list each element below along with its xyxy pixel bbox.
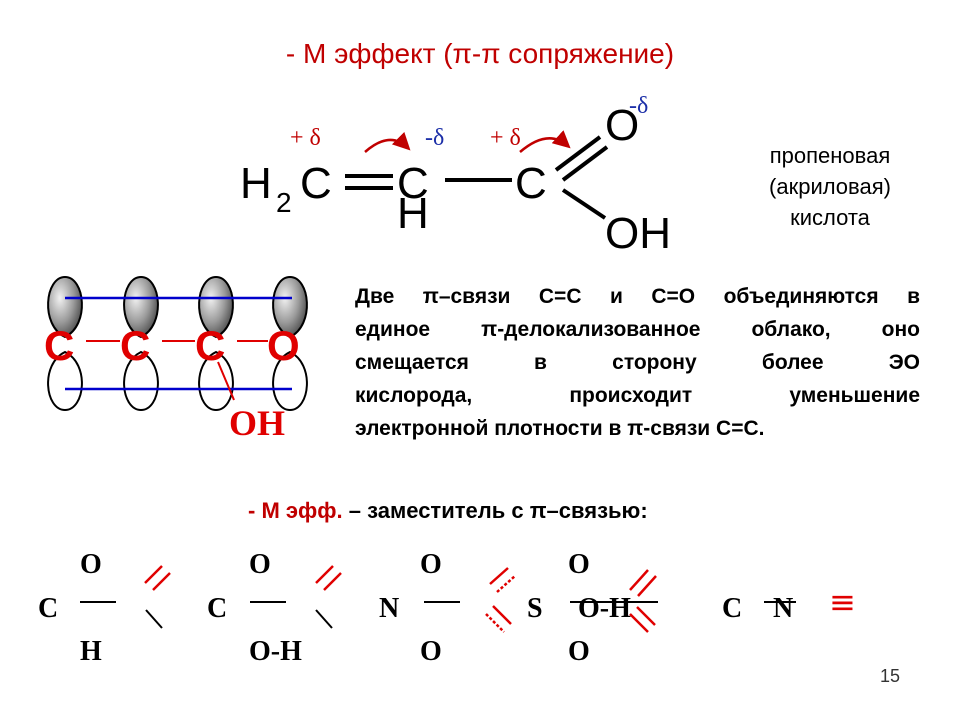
- group-1-center: C: [38, 593, 58, 624]
- atom-o: O: [605, 101, 639, 150]
- atom-c2: C: [397, 159, 429, 208]
- explanation-paragraph: Две π–связи С=С и С=О объединяются в еди…: [355, 280, 920, 445]
- group-4-bottom: O: [568, 636, 590, 667]
- group-3-center: N: [379, 593, 399, 624]
- atom-subscript-2: 2: [276, 187, 292, 218]
- group-aldehyde: O C H: [38, 549, 171, 667]
- slide-title: - М эффект (π-π сопряжение): [285, 38, 675, 69]
- p-orbital-1: [47, 275, 83, 412]
- acrylic-acid-structure: + δ -δ + δ -δ H 2 C C H C O OH: [240, 93, 671, 258]
- atom-c3: C: [515, 159, 547, 208]
- electron-shift-arrow-1: [364, 131, 411, 153]
- group-3-top: O: [420, 549, 442, 580]
- electron-shift-arrow-2: [519, 130, 571, 153]
- charge-c1: + δ: [290, 125, 321, 151]
- group-4-top: O: [568, 549, 590, 580]
- group-2-bottom: O-H: [249, 636, 302, 667]
- subheading-rest: – заместитель с π–связью:: [342, 498, 648, 523]
- orbital-atom-c1: C: [44, 322, 74, 369]
- group-2-top: O: [249, 549, 271, 580]
- group-4-center: S: [527, 593, 543, 624]
- group-5-right: N: [773, 593, 793, 624]
- atom-c1: C: [300, 159, 332, 208]
- group-2-center: C: [207, 593, 227, 624]
- paragraph-line-2: единое π-делокализованное облако, оно: [355, 318, 920, 341]
- orbital-atom-c2: C: [120, 322, 150, 369]
- group-1-top: O: [80, 549, 102, 580]
- group-4-right: O-H: [578, 593, 631, 624]
- paragraph-line-1: Две π–связи С=С и С=О объединяются в: [355, 285, 920, 308]
- atom-oh: OH: [605, 209, 671, 258]
- atom-h2: H: [240, 159, 272, 208]
- substituent-groups: O C H O C O-H O N O: [38, 549, 856, 667]
- group-1-bottom: H: [80, 636, 102, 667]
- substituent-heading: - М эфф. – заместитель с π–связью:: [248, 498, 648, 524]
- orbital-oh: OH: [229, 403, 285, 443]
- acid-name-line-3: кислота: [790, 205, 870, 230]
- orbital-diagram: C C C O OH: [44, 275, 308, 443]
- subheading-lead: - М эфф.: [248, 498, 343, 523]
- charge-c2: -δ: [425, 125, 444, 151]
- paragraph-line-5: электронной плотности в π-связи С=С.: [355, 417, 765, 440]
- group-carboxyl: O C O-H: [207, 549, 342, 667]
- paragraph-line-4: кислорода, происходит уменьшение: [355, 384, 920, 407]
- bond-c3-oh: [561, 188, 607, 220]
- carbonyl-bond-2: [561, 145, 609, 182]
- group-nitrile: C N ≡: [722, 583, 856, 624]
- paragraph-line-3: смещается в сторону более ЭО: [355, 351, 920, 374]
- triple-bond-symbol: ≡: [829, 583, 856, 621]
- p-orbital-3: [198, 275, 234, 412]
- charge-c3: + δ: [490, 125, 521, 151]
- sigma-bond-oh: [217, 361, 235, 401]
- page-number: 15: [880, 666, 901, 686]
- acid-name-line-2: (акриловая): [769, 174, 891, 199]
- group-5-center: C: [722, 593, 742, 624]
- acid-name-line-1: пропеновая: [769, 143, 891, 168]
- charge-o: -δ: [629, 93, 648, 119]
- p-orbital-4: [272, 275, 308, 412]
- group-nitro: O N O: [379, 549, 516, 667]
- group-3-bottom: O: [420, 636, 442, 667]
- orbital-atom-c3: C: [195, 322, 225, 369]
- p-orbital-2: [123, 275, 159, 412]
- orbital-atom-o: O: [267, 322, 300, 369]
- carbonyl-bond-1: [554, 135, 602, 172]
- atom-h: H: [397, 189, 429, 238]
- group-sulfo: O S O-H O: [527, 549, 658, 667]
